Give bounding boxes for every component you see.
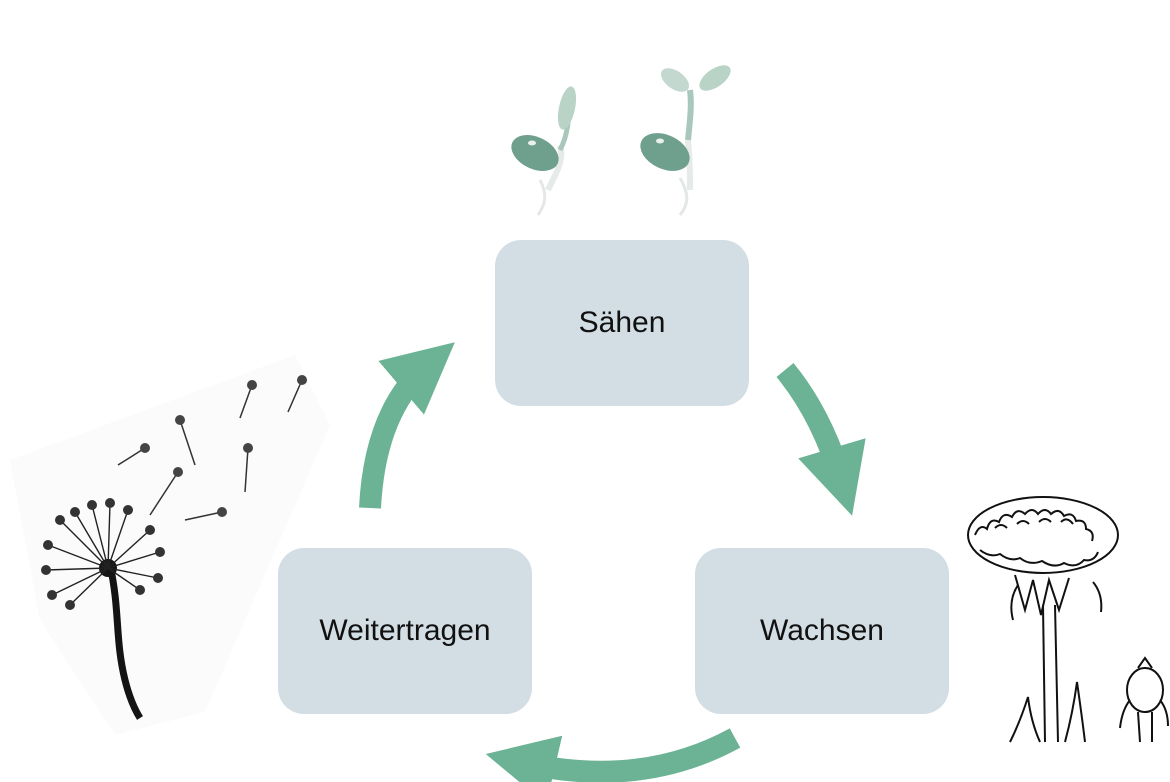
arrow-wachsen-to-weitertragen <box>485 728 741 782</box>
cycle-arrows <box>359 342 866 782</box>
step-label-saehen: Sähen <box>578 306 666 339</box>
step-label-weitertragen: Weitertragen <box>319 614 491 647</box>
seedling-icon <box>511 65 731 216</box>
arrow-weitertragen-to-saehen <box>359 342 455 509</box>
step-label-wachsen: Wachsen <box>760 614 884 647</box>
step-box-weitertragen: Weitertragen <box>278 548 532 714</box>
dandelion-seeds-icon <box>10 355 330 735</box>
step-box-saehen: Sähen <box>495 240 749 406</box>
step-box-wachsen: Wachsen <box>695 548 949 714</box>
dandelion-flower-icon <box>967 496 1169 743</box>
arrow-saehen-to-wachsen <box>776 363 866 516</box>
